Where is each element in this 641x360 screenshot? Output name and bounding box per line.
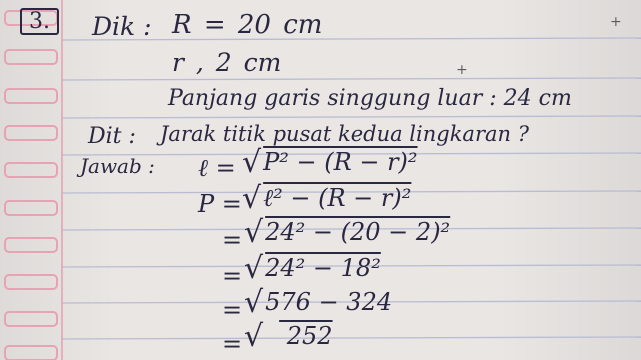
step-expression: √ℓ² − (R − r)² (242, 182, 412, 214)
margin-box (4, 125, 58, 141)
step-radicand: ℓ² − (R − r)² (263, 184, 412, 212)
margin-box (4, 88, 58, 104)
question-text: Jarak titik pusat kedua lingkaran ? (160, 122, 529, 146)
step-radicand: 576 − 324 (265, 288, 393, 316)
step-lhs: = (222, 226, 243, 254)
margin-box (4, 200, 58, 216)
step-lhs: = (222, 262, 243, 290)
step-lhs: = (222, 330, 243, 358)
given-tangent-length: Panjang garis singgung luar : 24 cm (168, 86, 572, 111)
step-radicand: 252 (279, 322, 333, 350)
dik-label: Dik : (92, 12, 152, 41)
step-lhs: P = (198, 190, 242, 218)
sqrt-icon: √ (244, 319, 264, 354)
sqrt-icon: √ (244, 285, 264, 320)
sqrt-icon: √ (244, 215, 264, 250)
margin-box (4, 274, 58, 290)
step-lhs: ℓ = (198, 154, 236, 182)
sqrt-icon: √ (244, 251, 264, 286)
step-expression: √ 252 (244, 320, 363, 352)
step-expression: √576 − 324 (244, 286, 393, 318)
margin-box (4, 162, 58, 178)
pencil-mark: + (610, 14, 622, 30)
margin-box (4, 311, 58, 327)
problem-number: 3. (20, 8, 59, 35)
margin-box (4, 49, 58, 65)
step-expression: √P² − (R − r)² (242, 146, 418, 178)
dit-label: Dit : (88, 124, 136, 149)
step-lhs: = (222, 296, 243, 324)
step-expression: √24² − (20 − 2)² (244, 216, 451, 248)
step-radicand: 24² − (20 − 2)² (265, 218, 451, 246)
sqrt-icon: √ (242, 145, 262, 180)
pencil-mark: + (456, 62, 468, 78)
step-expression: √24² − 18² (244, 252, 381, 284)
jawab-label: Jawab : (80, 154, 155, 178)
margin-box (4, 237, 58, 253)
step-radicand: P² − (R − r)² (263, 148, 418, 176)
given-big-radius: R = 20 cm (172, 10, 323, 40)
step-radicand: 24² − 18² (265, 254, 381, 282)
sqrt-icon: √ (242, 181, 262, 216)
margin-box (4, 345, 58, 360)
given-small-radius: r , 2 cm (172, 48, 282, 77)
